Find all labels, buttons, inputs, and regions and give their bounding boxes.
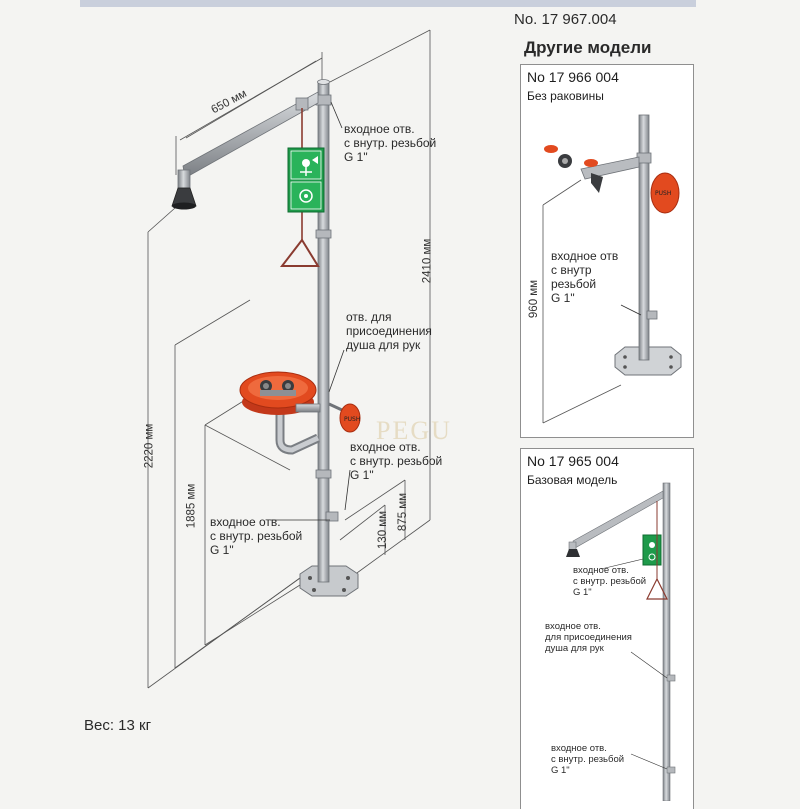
model-top-inlet-label: входное отв. с внутр. резьбой G 1" [573,565,647,598]
label-top-inlet: входное отв. с внутр. резьбой G 1" [344,122,437,164]
weight-label: Вес: 13 кг [84,717,152,734]
model-hand-shower-label: входное отв. для присоединения душа для … [545,621,632,654]
header-bar [80,0,696,7]
product-number: No. 17 967.004 [514,11,617,28]
model-drawing: PUSH [542,114,682,424]
label-lower-inlet: входное отв. с внутр. резьбой G 1" [210,515,303,557]
safety-sign-icon [287,147,325,213]
model-lower-inlet-label: входное отв. с внутр. резьбой G 1" [551,743,625,776]
model-number: No 17 965 004 [527,453,619,469]
model-subtitle: Без раковины [527,89,604,103]
label-hand-shower: отв. для присоединения душа для рук [346,310,432,352]
other-models-title: Другие модели [524,38,652,57]
label-middle-inlet: входное отв. с внутр. резьбой G 1" [350,440,443,482]
eye-wash-bowl-icon: PUSH [239,371,361,455]
svg-text:PUSH: PUSH [655,190,671,197]
dim-lower-inlet-height: 130 мм [377,510,390,550]
dim-total-height: 2410 мм [421,238,434,284]
model-panel-basic[interactable]: No 17 965 004 Базовая модель входное отв… [520,448,694,809]
watermark-logo: PEGU [376,416,452,445]
model-panel-without-sink[interactable]: No 17 966 004 Без раковины PUSH 960 мм в… [520,64,694,438]
dim-inlet-height: 875 мм [397,492,410,532]
dimension-lines [147,29,431,689]
model-number: No 17 966 004 [527,69,619,85]
pull-handle-icon [279,238,320,267]
svg-text:PUSH: PUSH [344,416,360,423]
dim-bowl-height: 1885 мм [185,483,198,529]
model-dimension: 960 мм [528,279,541,319]
shower-head-icon [171,169,197,210]
model-subtitle: Базовая модель [527,473,618,487]
model-drawing [566,482,676,801]
model-inlet-label: входное отв с внутр резьбой G 1" [551,249,619,305]
dim-shower-height: 2220 мм [143,423,156,469]
